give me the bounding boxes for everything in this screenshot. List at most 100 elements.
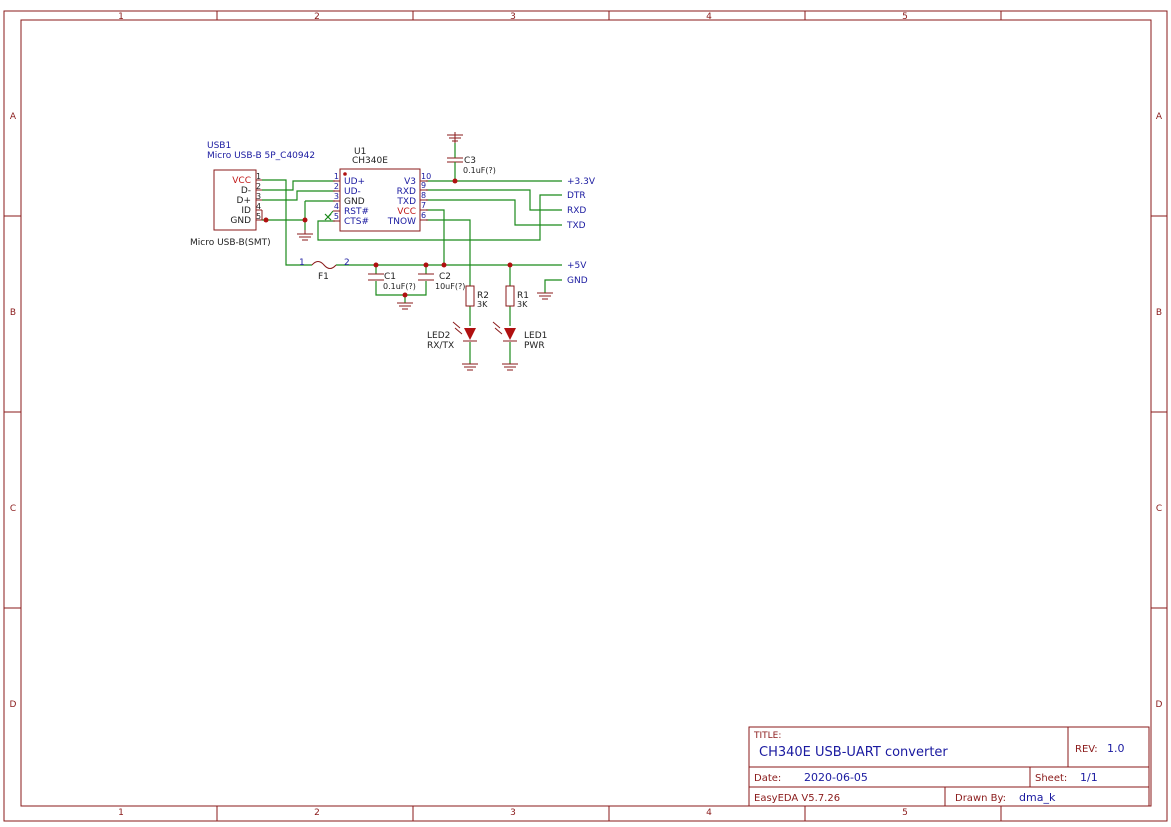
ground-icon (397, 302, 413, 310)
tool-version: EasyEDA V5.7.26 (754, 793, 840, 804)
f1-designator: F1 (318, 272, 329, 282)
c2-designator: C2 (439, 272, 451, 282)
wires (262, 143, 562, 364)
u1-pin-name: TNOW (387, 217, 416, 227)
f1-pin-number: 2 (344, 258, 350, 268)
usb1-pin-name: GND (230, 216, 251, 226)
led2-diode[interactable]: LED2 RX/TX (427, 321, 477, 351)
sheet-label: Sheet: (1035, 773, 1067, 784)
net-label-3v3: +3.3V (567, 177, 596, 187)
u1-value: CH340E (352, 156, 388, 166)
c2-capacitor[interactable]: C2 10uF(?) (418, 272, 465, 291)
led2-designator: LED2 (427, 331, 450, 341)
u1-pin-name: V3 (404, 177, 416, 187)
light-arrows-icon (492, 321, 503, 335)
usb1-pin-number: 2 (256, 182, 261, 191)
u1-ch340e[interactable]: U1 CH340E UD+ UD- GND RST# CTS# 1 2 3 4 … (324, 147, 431, 232)
title-label: TITLE: (753, 731, 781, 741)
frame-row-label: D (1156, 700, 1163, 710)
usb1-footprint: Micro USB-B(SMT) (190, 238, 271, 248)
u1-pin-name: TXD (396, 197, 416, 207)
frame-column-label: 2 (314, 12, 320, 22)
r1-designator: R1 (517, 291, 529, 301)
led2-value: RX/TX (427, 341, 454, 351)
led1-diode[interactable]: LED1 PWR (492, 321, 547, 351)
frame-row-label: B (10, 308, 16, 318)
ground-icon (502, 363, 518, 371)
usb1-pin-name: D+ (237, 196, 251, 206)
led1-designator: LED1 (524, 331, 547, 341)
drawing-frame: 1 2 3 4 5 1 2 3 4 5 A B C D A B C D (3, 10, 1168, 822)
usb1-pin-number: 4 (256, 202, 261, 211)
u1-pin-number: 7 (421, 201, 426, 210)
drawing-title: CH340E USB-UART converter (759, 745, 948, 760)
usb1-pin-name: D- (241, 186, 251, 196)
usb1-designator: USB1 (207, 141, 231, 151)
r2-designator: R2 (477, 291, 489, 301)
r1-resistor[interactable]: R1 3K (505, 285, 529, 309)
c1-value: 0.1uF(?) (383, 282, 416, 291)
frame-row-label: D (10, 700, 17, 710)
usb1-pin-name: ID (241, 206, 251, 216)
u1-pin-number: 4 (334, 202, 339, 211)
c3-designator: C3 (464, 156, 476, 166)
u1-pin-name: UD+ (344, 177, 365, 187)
c1-capacitor[interactable]: C1 0.1uF(?) (368, 272, 416, 291)
ground-icon (447, 132, 463, 143)
u1-pin-name: GND (344, 197, 365, 207)
ground-icon (537, 292, 553, 300)
drawn-by-value: dma_k (1019, 791, 1056, 804)
c3-capacitor[interactable]: C3 0.1uF(?) (447, 132, 496, 175)
r1-value: 3K (517, 300, 528, 309)
f1-fuse[interactable]: 1 2 F1 (299, 258, 350, 282)
ground-icon (462, 363, 478, 371)
net-label-dtr: DTR (567, 191, 586, 201)
u1-pin-number: 8 (421, 191, 426, 200)
u1-pin-number: 1 (334, 172, 339, 181)
usb1-connector[interactable]: USB1 Micro USB-B 5P_C40942 VCC D- D+ ID … (190, 141, 315, 248)
net-label-5v: +5V (567, 261, 587, 271)
frame-row-label: A (1156, 112, 1163, 122)
frame-column-label: 5 (902, 12, 908, 22)
net-label-txd: TXD (566, 221, 586, 231)
u1-pin-name: RXD (397, 187, 416, 197)
drawn-by-label: Drawn By: (955, 793, 1006, 804)
u1-pin-number: 3 (334, 192, 339, 201)
u1-pin-number: 2 (334, 182, 339, 191)
date-label: Date: (754, 773, 781, 784)
u1-pin-number: 6 (421, 211, 426, 220)
net-label-gnd: GND (567, 276, 588, 286)
frame-row-label: C (1156, 504, 1162, 514)
usb1-pin-number: 3 (256, 192, 261, 201)
frame-column-label: 2 (314, 808, 320, 818)
u1-pin-name: VCC (397, 207, 416, 217)
u1-designator: U1 (354, 147, 366, 157)
r2-value: 3K (477, 300, 488, 309)
rev-value: 1.0 (1107, 742, 1125, 755)
usb1-value: Micro USB-B 5P_C40942 (207, 151, 315, 161)
c3-value: 0.1uF(?) (463, 166, 496, 175)
led1-value: PWR (524, 341, 545, 351)
net-label-rxd: RXD (567, 206, 586, 216)
u1-pin-name: CTS# (344, 217, 369, 227)
sheet-value: 1/1 (1080, 771, 1098, 784)
frame-column-label: 1 (118, 808, 124, 818)
frame-row-label: A (10, 112, 17, 122)
u1-pin-number: 9 (421, 181, 426, 190)
frame-row-label: C (10, 504, 16, 514)
u1-pin-number: 5 (334, 212, 339, 221)
usb1-pin-number: 1 (256, 172, 261, 181)
usb1-pin-number: 5 (256, 212, 261, 221)
u1-pin-number: 10 (421, 172, 431, 181)
u1-pin-name: UD- (344, 187, 361, 197)
rev-label: REV: (1075, 744, 1098, 755)
frame-column-label: 3 (510, 808, 516, 818)
frame-row-label: B (1156, 308, 1162, 318)
r2-resistor[interactable]: R2 3K (465, 285, 489, 309)
f1-pin-number: 1 (299, 258, 305, 268)
frame-column-label: 1 (118, 12, 124, 22)
u1-pin-name: RST# (344, 207, 369, 217)
frame-column-label: 5 (902, 808, 908, 818)
title-block: TITLE: CH340E USB-UART converter REV: 1.… (748, 726, 1150, 807)
